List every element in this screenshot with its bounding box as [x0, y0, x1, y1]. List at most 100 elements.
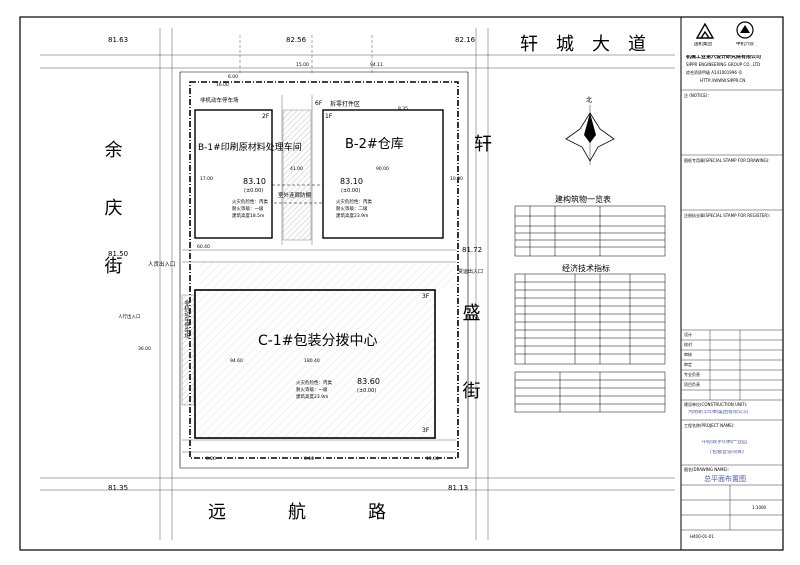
elev-top-left: 81.63 — [108, 36, 128, 44]
role-check: 校对 — [684, 342, 692, 347]
street-south: 远航路 — [208, 502, 448, 523]
parking-strip-left — [181, 294, 195, 406]
sorting-area-label: 拆零打件区 — [330, 100, 360, 108]
b1-fire-class: 火灾危险性：丙类 — [232, 198, 268, 205]
c1-fire-rating: 耐火等级：一级 — [296, 386, 328, 393]
drawing-name: 总平面布置图 — [704, 475, 746, 483]
dim-9000: 90.00 — [376, 166, 389, 172]
entrance-left-label: 人货出入口 — [148, 260, 176, 268]
stamp-register-label: 注册执业章(SPECIAL STAMP FOR REGISTER): — [684, 213, 771, 218]
elev-left-mid: 81.50 — [108, 250, 128, 258]
dim-9460: 94.60 — [230, 358, 243, 364]
dim-1600: 16.00 — [216, 82, 229, 88]
north-label: 北 — [586, 96, 592, 104]
client-name: 河南新华印刷集团有限公司 — [688, 410, 749, 415]
b2-name: B-2#仓库 — [345, 136, 404, 152]
entrance-left2-label: 人行出入口 — [118, 313, 141, 320]
logo-left-label: 国机集团 — [694, 42, 712, 47]
c1-elev: 83.60 — [357, 377, 380, 386]
dim-1500: 15.00 — [296, 62, 309, 68]
elev-bottom-left: 81.35 — [108, 484, 128, 492]
elev-top-mid: 82.56 — [286, 36, 307, 44]
north-arrow-icon — [565, 105, 615, 165]
street-east-top: 轩 — [474, 134, 492, 155]
dim-9411: 94.11 — [370, 62, 383, 68]
c1-fire-class: 火灾危险性：丙类 — [296, 379, 332, 386]
street-east: 盛街 — [460, 303, 481, 459]
dim-1300: 13.00 — [426, 456, 439, 462]
company-web: HTTP://WWW.SIPPR.CN — [700, 78, 746, 83]
canopy-label: 室外连廊防棚 — [278, 191, 312, 199]
dim-1000: 10.00 — [450, 176, 463, 182]
drawing-number: H400-01-01 — [690, 534, 714, 539]
c1-floors-b: 3F — [422, 427, 430, 434]
dim-18040: 180.40 — [304, 358, 320, 364]
dim-820: 8.20 — [206, 456, 216, 462]
elev-top-right: 82.16 — [455, 36, 476, 44]
dim-6040: 60.40 — [197, 244, 210, 250]
dim-835: 8.35 — [398, 106, 408, 112]
project-name: 中原数字印刷产业园 — [702, 440, 748, 445]
building-table-title: 建构筑物一览表 — [555, 194, 611, 204]
institute-logo-icon — [736, 21, 754, 39]
role-design: 设计 — [684, 332, 692, 337]
building-c1 — [194, 289, 436, 439]
parking-strip-middle — [282, 109, 312, 241]
street-west-1: 余庆街 — [102, 140, 123, 314]
b2-floors2: 6F — [315, 100, 323, 107]
dim-3600: 36.00 — [138, 346, 151, 352]
b2-elev: 83.10 — [340, 177, 363, 186]
canopy-outline — [271, 184, 324, 204]
dim-2500: 25.00 — [466, 316, 479, 322]
b2-height: 建筑高度23.9m — [336, 212, 368, 219]
elev-bottom-right: 81.13 — [448, 484, 468, 492]
role-project-lead: 项目负责 — [684, 382, 700, 387]
dim-600: 6.00 — [228, 74, 238, 80]
c1-floors: 3F — [422, 293, 430, 300]
title-block-grid — [681, 89, 783, 531]
project-sub: (包装智造项目) — [710, 450, 744, 455]
economic-indicator-table — [514, 273, 666, 365]
company-name-cn: 机械工业第六设计研究院有限公司 — [686, 55, 762, 60]
b1-elev: 83.10 — [243, 177, 266, 186]
entrance-right-label: 货运出入口 — [458, 268, 483, 275]
dim-4100: 41.00 — [290, 166, 303, 172]
drawing-scale: 1:1000 — [752, 505, 767, 510]
role-approve: 审定 — [684, 362, 692, 367]
building-b1 — [194, 109, 273, 239]
stamp-drawing-label: 图纸专用章(SPECIAL STAMP FOR DRAWING): — [684, 158, 770, 163]
b2-fire-rating: 耐火等级：二级 — [336, 205, 368, 212]
c1-name: C-1#包装分拨中心 — [258, 333, 377, 349]
b1-floors: 2F — [262, 113, 270, 120]
b1-height: 建筑高度18.5m — [232, 212, 264, 219]
parking-row-north — [200, 262, 455, 288]
b2-floors: 1F — [325, 113, 333, 120]
road-lines — [40, 28, 675, 540]
building-list-table — [514, 205, 666, 257]
logo-right-label: 中机六院 — [736, 42, 754, 47]
role-review: 审核 — [684, 352, 692, 357]
street-north: 轩城大道 — [520, 34, 664, 55]
company-cert: 综合资质甲级 A141001996 号 — [686, 70, 743, 75]
internal-roads — [182, 95, 456, 453]
drawing-label: 图名(DRAWING NAME): — [684, 467, 729, 472]
b2-elev-sub: (±0.00) — [341, 188, 360, 194]
notes-table — [514, 371, 666, 413]
company-name-en: SIPPR ENGINEERING GROUP CO., LTD — [686, 62, 761, 67]
notice-label: 注 (NOTICE): — [684, 93, 709, 98]
b1-name: B-1#印刷原材料处理车间 — [198, 141, 302, 153]
parking-top-label: 非机动车停车场 — [200, 96, 239, 104]
client-label: 建设单位(CONSTRUCTION UNIT): — [684, 402, 748, 407]
elev-right-mid: 81.72 — [462, 246, 482, 254]
dim-1700: 17.00 — [200, 176, 213, 182]
b2-fire-class: 火灾危险性：丙类 — [336, 198, 372, 205]
company-logo-icon — [695, 22, 715, 39]
dim-660: 6.60 — [304, 456, 314, 462]
parking-left-label: 非机动车停车场 — [183, 299, 190, 340]
b1-elev-sub: (±0.00) — [244, 188, 263, 194]
c1-height: 建筑高度23.9m — [296, 393, 328, 400]
c1-elev-sub: (±0.00) — [357, 388, 376, 394]
b1-fire-rating: 耐火等级：一级 — [232, 205, 264, 212]
project-label: 工程名称(PROJECT NAME): — [684, 423, 735, 428]
